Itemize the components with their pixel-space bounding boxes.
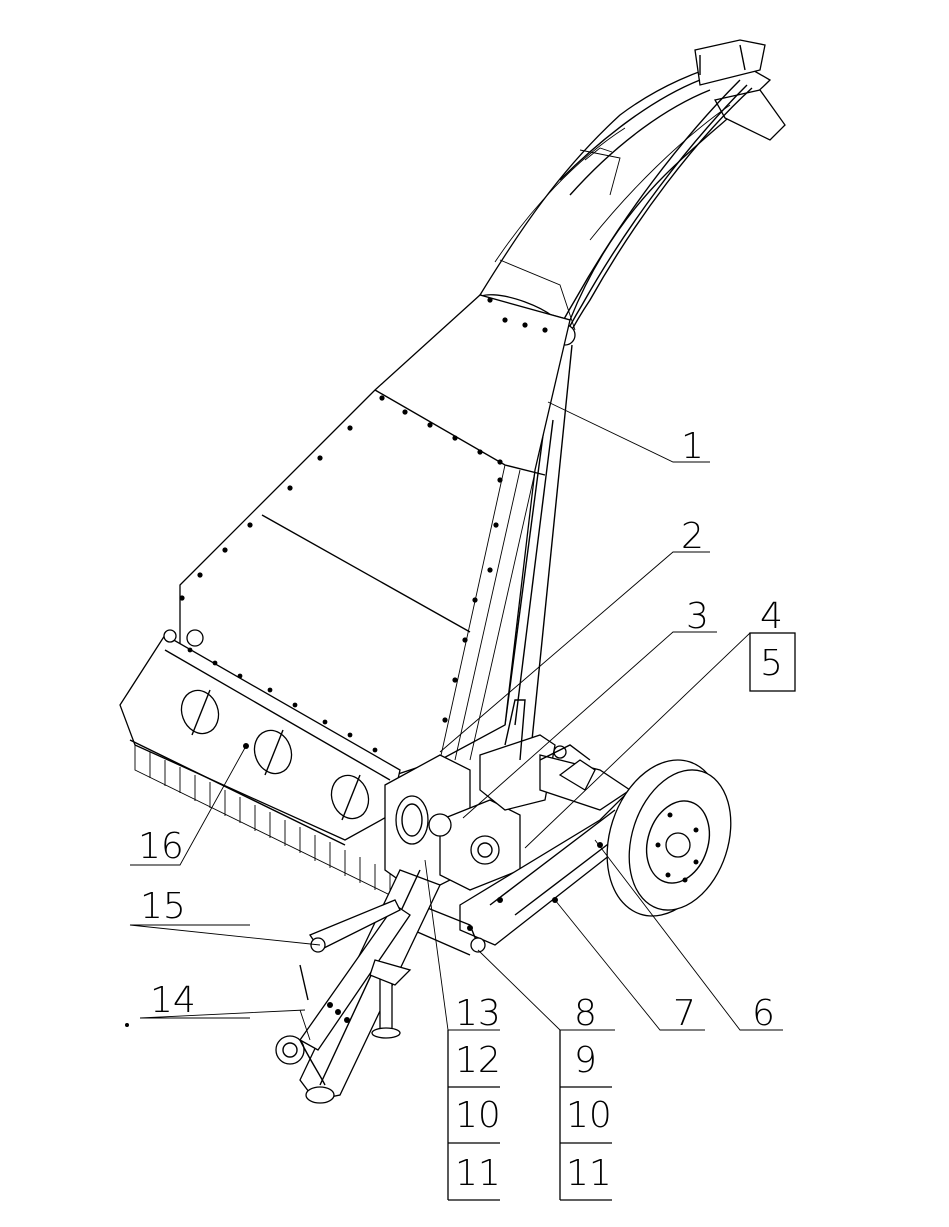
drive-gearbox bbox=[384, 699, 556, 896]
callout-2: 2 bbox=[681, 516, 704, 557]
drum-housing bbox=[119, 629, 401, 896]
callout-11-right: 11 bbox=[566, 1153, 612, 1194]
callout-9: 9 bbox=[574, 1040, 597, 1081]
discharge-spout bbox=[476, 39, 786, 336]
callout-1: 1 bbox=[681, 426, 704, 467]
callout-4: 4 bbox=[760, 596, 783, 637]
main-hood bbox=[179, 294, 571, 776]
callout-14: 14 bbox=[150, 980, 196, 1021]
callout-11-left: 11 bbox=[455, 1153, 501, 1194]
callout-10-left: 10 bbox=[455, 1095, 501, 1136]
callout-16: 16 bbox=[138, 826, 184, 867]
stray-dot bbox=[125, 1023, 129, 1027]
callout-13: 13 bbox=[455, 993, 501, 1034]
callout-stack-right bbox=[559, 1030, 612, 1201]
drawbar bbox=[275, 869, 441, 1104]
callout-15: 15 bbox=[140, 886, 186, 927]
callout-12: 12 bbox=[455, 1040, 501, 1081]
callout-7: 7 bbox=[673, 993, 696, 1034]
callout-8: 8 bbox=[574, 993, 597, 1034]
callout-stack-left bbox=[447, 1030, 500, 1201]
callout-10-right: 10 bbox=[566, 1095, 612, 1136]
callout-5: 5 bbox=[760, 643, 783, 684]
frame-chassis bbox=[389, 744, 632, 956]
callout-box-5 bbox=[749, 632, 796, 692]
callout-3: 3 bbox=[686, 596, 709, 637]
callout-6: 6 bbox=[752, 993, 775, 1034]
wheel bbox=[606, 759, 732, 917]
